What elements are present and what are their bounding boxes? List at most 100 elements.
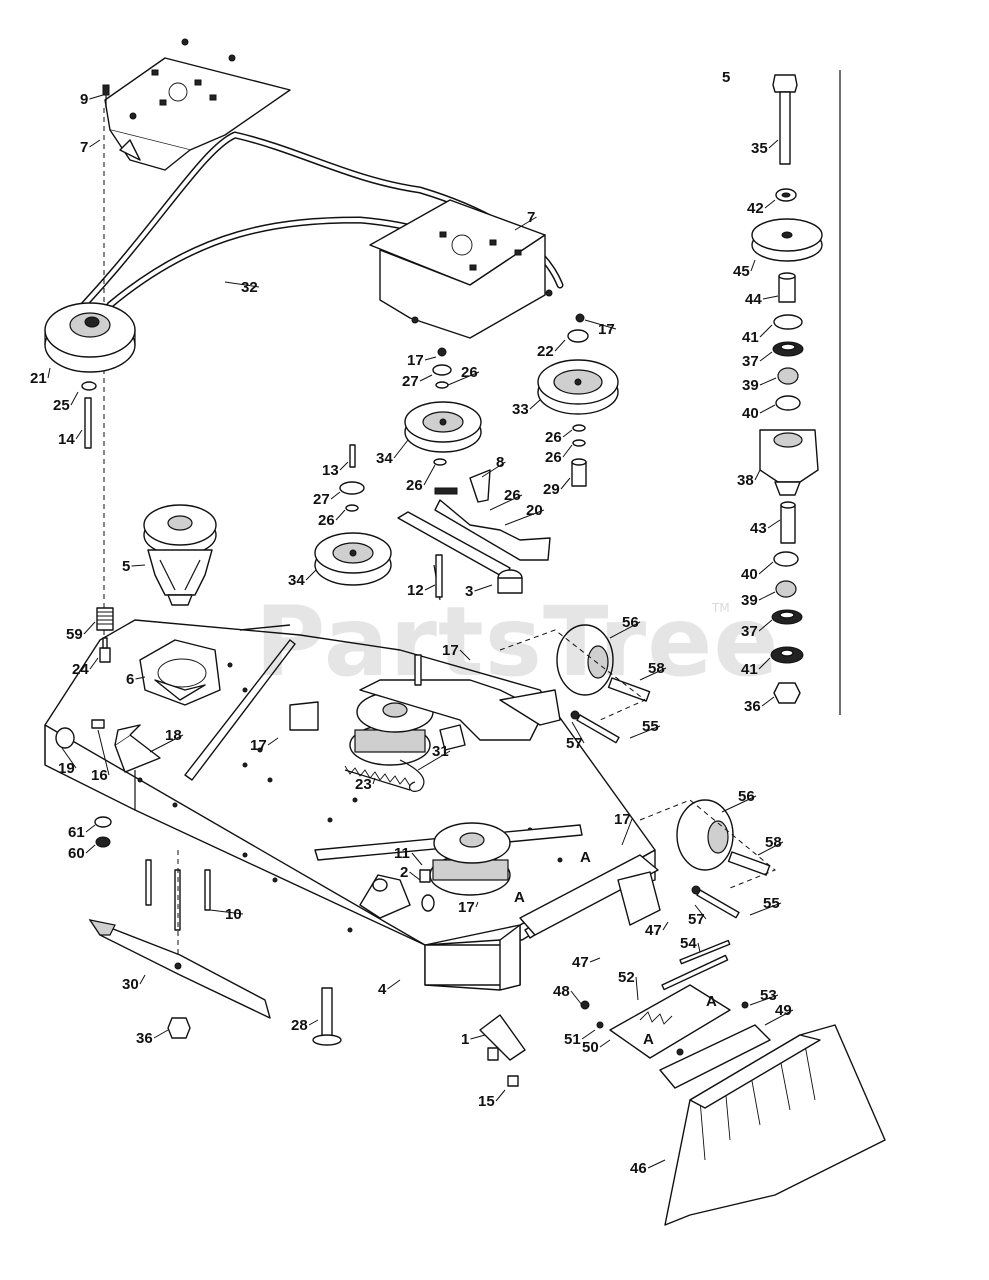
callout-label: 14 — [58, 431, 75, 448]
spindle-left — [143, 504, 217, 606]
callout-leader — [570, 990, 583, 1006]
callout-label: 50 — [582, 1039, 599, 1056]
callout-leader — [767, 519, 781, 529]
electric-clutch — [44, 302, 136, 373]
callout-label: 37 — [742, 353, 759, 370]
callout-leader — [411, 852, 423, 866]
callout-label: 36 — [744, 698, 761, 715]
callout-leader — [424, 356, 437, 361]
callout-leader — [153, 1029, 169, 1039]
callout-label: 23 — [355, 776, 372, 793]
callout-label: 52 — [618, 969, 635, 986]
callout-label: 15 — [478, 1093, 495, 1110]
callout-leader — [409, 871, 421, 881]
callout-leader — [339, 461, 349, 471]
callout-leader — [47, 367, 51, 379]
callout-label: 17 — [407, 352, 424, 369]
bolt-16 — [91, 719, 105, 729]
callout-label: 29 — [543, 481, 560, 498]
callout-leader — [474, 584, 493, 592]
callout-label: 47 — [645, 922, 662, 939]
callout-label: 47 — [572, 954, 589, 971]
idler-pulley-34-lower — [314, 532, 392, 586]
callout-leader — [97, 729, 110, 776]
callout-label: 55 — [642, 718, 659, 735]
blade-30 — [88, 919, 271, 1019]
callout-label: 17 — [250, 737, 267, 754]
callout-label: 42 — [747, 200, 764, 217]
callout-label: 57 — [566, 735, 583, 752]
callout-leader — [209, 909, 244, 915]
callout-label: 39 — [742, 377, 759, 394]
callout-leader — [761, 696, 775, 707]
callout-leader — [758, 561, 774, 575]
watermark-text: PartsTree — [255, 586, 779, 698]
callout-leader — [759, 404, 776, 414]
callout-label: 58 — [648, 660, 665, 677]
callout-label: 33 — [512, 401, 529, 418]
spacer-44 — [778, 272, 796, 303]
washer-25 — [81, 381, 97, 391]
watermark-trademark: TM — [711, 601, 730, 615]
callout-leader — [149, 734, 184, 753]
callout-label: 17 — [614, 811, 631, 828]
callout-leader — [581, 1029, 596, 1040]
callout-leader — [609, 621, 641, 639]
belt-cover-left — [104, 57, 291, 171]
bearing-39-bottom — [775, 580, 797, 598]
callout-label: 40 — [742, 405, 759, 422]
callout-label: 41 — [742, 329, 759, 346]
bolts-10 — [145, 850, 211, 960]
callout-leader — [85, 844, 96, 854]
callout-label: 20 — [526, 502, 543, 519]
callout-leader — [635, 976, 639, 1001]
callout-label: 35 — [751, 140, 768, 157]
callout-leader — [447, 371, 480, 386]
callout-label: 10 — [225, 906, 242, 923]
chute-bracket-49 — [609, 954, 771, 1089]
callout-label: 5 — [122, 558, 130, 575]
callout-leader — [721, 795, 757, 813]
callout-leader — [571, 721, 585, 744]
ring-40-bottom — [773, 551, 799, 567]
callout-leader — [70, 391, 79, 406]
callout-label: 3 — [465, 583, 473, 600]
spring-52 — [639, 1011, 673, 1025]
callout-leader — [662, 921, 669, 931]
spacer-59 — [96, 607, 114, 631]
callout-leader — [470, 1034, 486, 1040]
callout-label: 24 — [72, 661, 89, 678]
callout-leader — [85, 824, 96, 833]
bolt-14 — [84, 397, 92, 449]
callout-leader — [562, 444, 573, 458]
callout-label: 27 — [402, 373, 419, 390]
callout-label: 26 — [318, 512, 335, 529]
callout-label: 26 — [406, 477, 423, 494]
washers-61-60 — [94, 816, 112, 848]
callout-label: 7 — [527, 209, 535, 226]
callout-label: 55 — [763, 895, 780, 912]
callout-label: 11 — [394, 845, 410, 862]
callout-label: 4 — [378, 981, 387, 998]
idler-arm — [397, 469, 551, 601]
callout-label: 8 — [496, 454, 504, 471]
callout-label: 60 — [68, 845, 85, 862]
callout-leader — [750, 259, 756, 272]
bearing-39-top — [777, 367, 799, 385]
callout-leader — [423, 464, 436, 486]
spindle-housing-38 — [759, 429, 819, 496]
callout-leader — [589, 957, 601, 963]
callout-leader — [75, 429, 83, 440]
callout-label: 16 — [91, 767, 108, 784]
callout-leader — [764, 1009, 794, 1026]
belt-guide — [289, 701, 319, 731]
washer-41-top — [773, 314, 803, 330]
callout-label: 26 — [461, 364, 478, 381]
seal-37-bottom — [771, 609, 803, 625]
callout-label: 5 — [722, 69, 730, 86]
spindle-pulley-45 — [751, 218, 823, 262]
callout-leader — [514, 216, 537, 231]
callout-leader — [647, 1159, 666, 1169]
